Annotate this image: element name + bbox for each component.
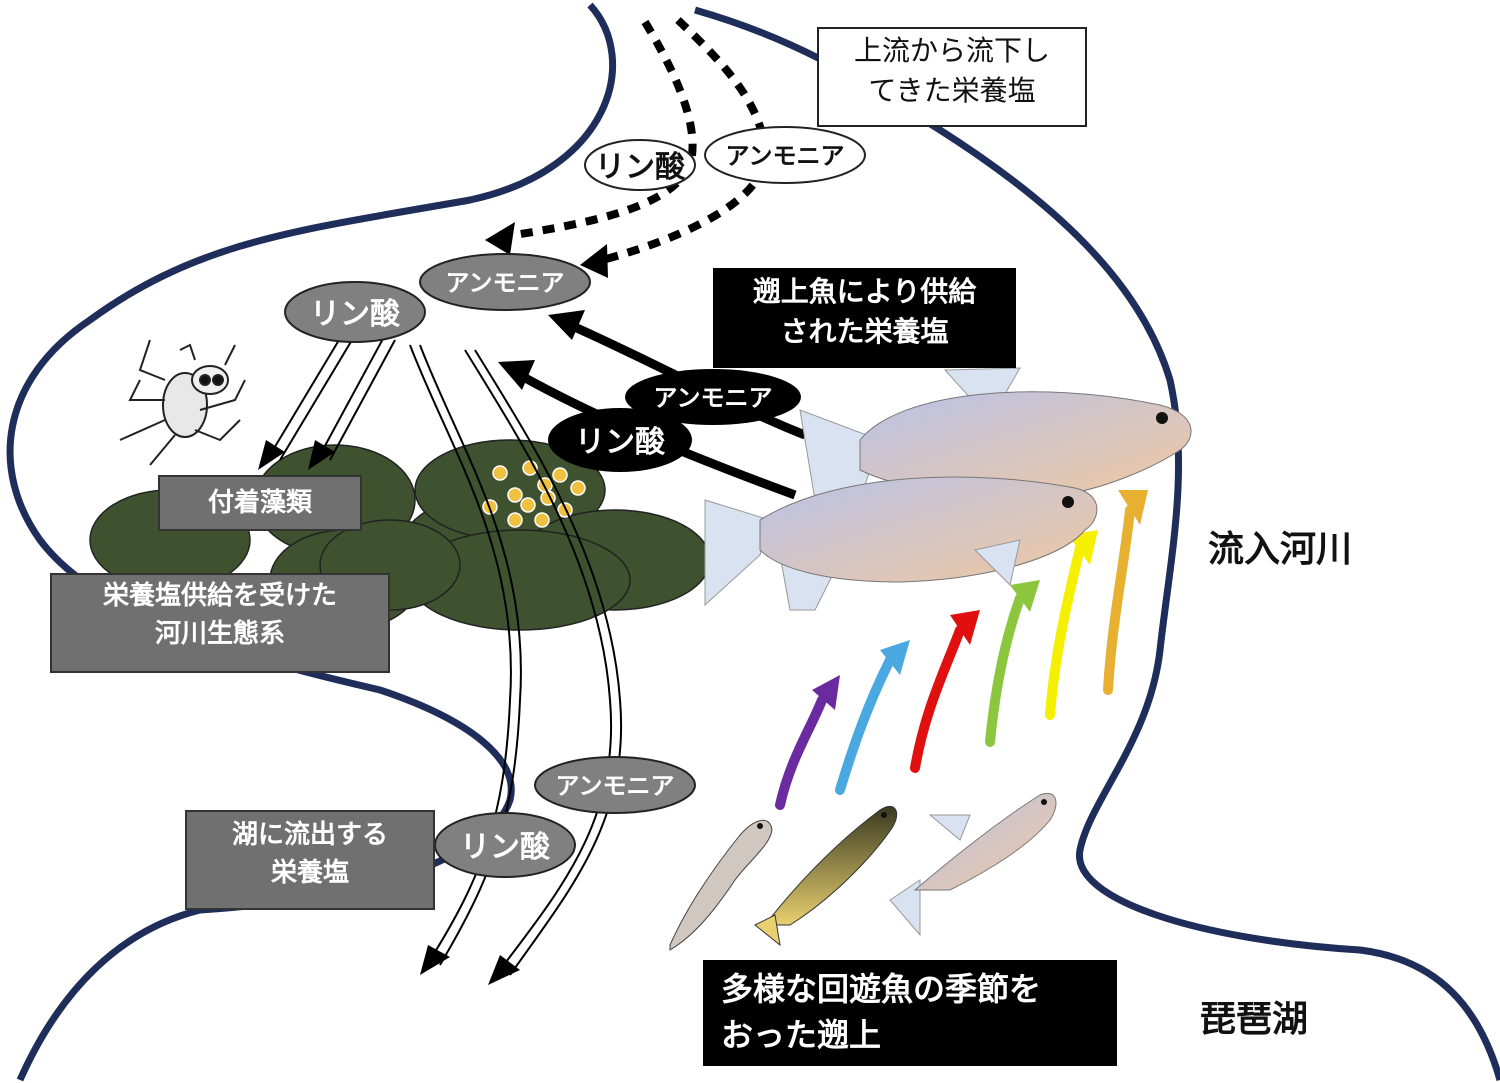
lake-phosphate: リン酸	[434, 812, 576, 878]
right-shoreline	[694, 6, 1500, 1081]
fish-ammonia: アンモニア	[625, 369, 801, 425]
svg-text:リン酸: リン酸	[310, 297, 401, 332]
svg-text:アンモニア: アンモニア	[445, 269, 564, 297]
river-ecosystem-label: 栄養塩供給を受けた 河川生態系	[50, 573, 390, 673]
upstream-flow-1-arrowhead	[485, 222, 515, 255]
river-phosphate: リン酸	[284, 281, 426, 343]
migration-arrows	[775, 505, 1135, 810]
goby-fish	[669, 820, 773, 951]
egg-cluster	[482, 460, 586, 528]
svg-text:アンモニア: アンモニア	[653, 384, 772, 412]
salmon-fish-lower	[704, 476, 1098, 611]
upstream-flow-2-arrowhead	[580, 244, 608, 278]
periphyton-label: 付着藻類	[158, 475, 362, 531]
svg-text:リン酸: リン酸	[595, 150, 686, 185]
upstream-nutrients-label: 上流から流下し てきた栄養塩	[817, 27, 1087, 127]
fish-phosphate: リン酸	[548, 408, 692, 472]
small-salmon-fish	[889, 792, 1057, 937]
upstream-ammonia: アンモニア	[704, 126, 866, 184]
svg-text:アンモニア: アンモニア	[555, 772, 674, 800]
lake-outflow-label: 湖に流出する 栄養塩	[185, 810, 435, 910]
double-arrows	[269, 329, 623, 976]
inflow-river-label: 流入河川	[1208, 529, 1353, 570]
ayu-fish	[754, 805, 898, 947]
river-ammonia: アンモニア	[419, 253, 591, 311]
svg-text:リン酸: リン酸	[575, 425, 666, 460]
fish-supplied-nutrients-label: 遡上魚により供給 された栄養塩	[713, 268, 1016, 368]
lake-biwa-label: 琵琶湖	[1200, 999, 1309, 1040]
fish-arrow-head-1	[548, 310, 585, 340]
aquatic-insect	[119, 339, 246, 466]
svg-text:リン酸: リン酸	[460, 830, 551, 865]
migration-label: 多様な回遊魚の季節を おった遡上	[703, 960, 1117, 1066]
svg-text:アンモニア: アンモニア	[725, 142, 844, 170]
lake-ammonia: アンモニア	[534, 756, 696, 814]
double-arrow-heads	[258, 440, 520, 985]
fish-arrow-head-2	[498, 360, 535, 390]
salmon-fish-upper	[799, 367, 1192, 501]
upstream-phosphate: リン酸	[584, 139, 696, 191]
